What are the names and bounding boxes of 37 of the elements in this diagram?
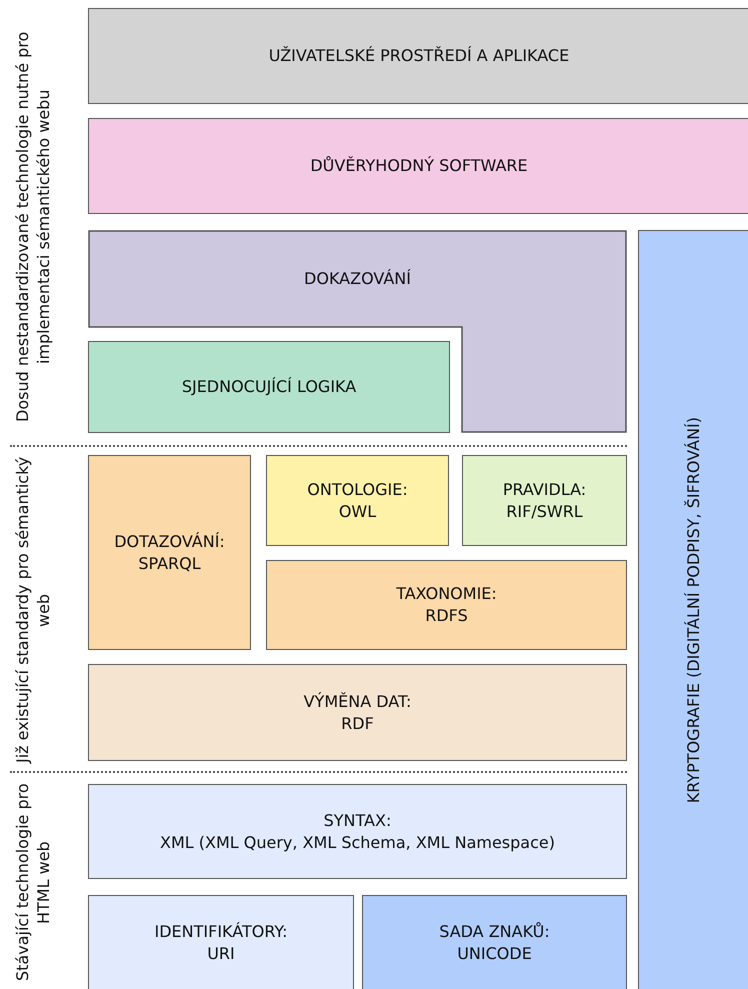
layer-title: UŽIVATELSKÉ PROSTŘEDÍ A APLIKACE (268, 45, 570, 67)
layer-box (88, 455, 251, 650)
section-label: Již existující standardy pro sémantický web (12, 456, 54, 766)
layer-title: DOKAZOVÁNÍ (304, 268, 411, 290)
layer-box (88, 895, 354, 989)
section-label: Stávající technologie pro HTML web (12, 782, 54, 984)
layer-title: SJEDNOCUJÍCÍ LOGIKA (182, 376, 356, 398)
layer-technology: UNICODE (457, 943, 532, 965)
layer-technology: RIF/SWRL (506, 500, 583, 522)
layer-title: VÝMĚNA DAT: (304, 690, 412, 712)
layer-technology: RDF (341, 712, 374, 734)
section-label: Dosud nestandardizované technologie nutné pro implementaci sémantického webu (12, 30, 54, 424)
layer-title: ONTOLOGIE: (307, 478, 408, 500)
layer-box (88, 341, 450, 433)
layer-technology: XML (XML Query, XML Schema, XML Namespace) (160, 832, 555, 854)
vertical-layer-box (638, 230, 748, 989)
layer-technology: SPARQL (138, 552, 201, 574)
layer-box (266, 455, 449, 546)
layer-box (88, 118, 748, 214)
layer-technology: URI (207, 943, 235, 965)
layer-title: KRYPTOGRAFIE (DIGITÁLNÍ PODPISY, ŠIFROVÁNÍ) (683, 417, 704, 804)
layer-title: PRAVIDLA: (502, 478, 586, 500)
layer-title: SADA ZNAKŮ: (439, 921, 550, 943)
layer-title: DŮVĚRYHODNÝ SOFTWARE (310, 155, 528, 177)
layer-technology: RDFS (425, 605, 468, 627)
layer-technology: OWL (338, 500, 376, 522)
layer-title: TAXONOMIE: (396, 583, 497, 605)
layer-box (362, 895, 627, 989)
layer-box (88, 664, 627, 761)
l-shaped-layer (88, 230, 627, 433)
layer-title: DOTAZOVÁNÍ: (114, 530, 225, 552)
layer-box (266, 560, 627, 650)
layer-title: IDENTIFIKÁTORY: (154, 921, 288, 943)
layer-title: SYNTAX: (324, 810, 392, 832)
layer-box (88, 784, 627, 879)
layer-box (462, 455, 627, 546)
layer-box (88, 8, 748, 104)
